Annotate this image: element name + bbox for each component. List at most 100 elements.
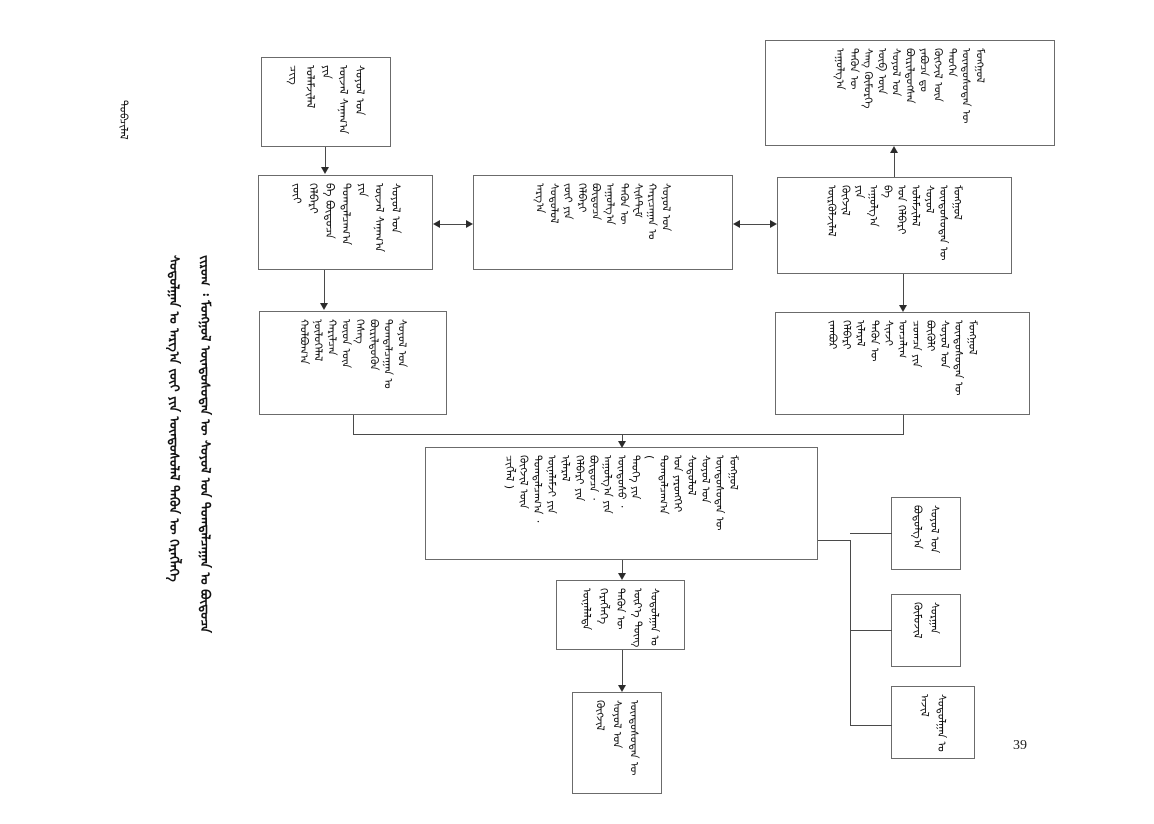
box-text-col: ᠰᠤᠶᠤᠯ ᠤᠨ	[889, 48, 903, 97]
box-text-col: ᠪᠦᠲᠦᠴᠡ	[589, 183, 603, 221]
connector-midleft-to-lowerleft	[324, 270, 326, 304]
box-text-col: ᠲᠣᠭᠲᠠᠯᠴᠠᠭ᠎ᠠ ᠂	[531, 455, 544, 523]
arrowhead-down	[319, 303, 328, 310]
box-text-col: ᠰᠤᠶᠤᠯ ᠤᠨ	[938, 320, 951, 369]
box-text-col: ᠲᠡᠦᠬᠡ ᠶᠢᠨ	[629, 455, 642, 500]
box-text-col: (	[643, 455, 656, 460]
branch-stub-3	[850, 725, 892, 727]
page-number: 39	[1013, 738, 1027, 753]
arrowhead-down	[617, 441, 626, 448]
box-text-col: ᠬᠡᠰᠡᠭ	[353, 319, 367, 344]
box-text-col: ᠮᠣᠩᠭᠤᠯ	[973, 48, 987, 83]
arrowhead-right	[466, 219, 473, 228]
box-text-col: ᠦᠷᠭᠦᠯᠵᠢᠯᠡᠯ	[825, 185, 838, 237]
lower-right-box: ᠮᠣᠩᠭᠤᠯ ᠦᠨᠳᠦᠰᠦᠲᠡᠨ ᠦ ᠰᠤᠶᠤᠯ ᠤᠨ ᠪᠥᠬᠦᠯᠢ ᠴᠣᠭᠴᠠ…	[775, 312, 1030, 415]
box-text-col: ᠬᠡᠯᠪᠡᠷᠢ ᠶᠢᠨ	[573, 455, 586, 502]
box-text-col: ᠬᠥᠭᠵᠢᠯ	[839, 185, 852, 216]
arrowhead-left	[433, 219, 440, 228]
box-text-col: ᠴᠢᠭᠯᠡᠯ )	[503, 455, 516, 490]
figure-caption-line-1: ᠵᠢᠷᠤᠭ ᠄ ᠮᠣᠩᠭᠤᠯ ᠦᠨᠳᠦᠰᠦᠲᠡᠨ ᠦ ᠰᠤᠶᠤᠯ ᠤᠨ ᠲᠣᠭᠲ…	[197, 255, 212, 633]
box-text-col: ᠮᠣᠩᠭᠤᠯ	[966, 320, 979, 355]
box-text-col: ᠰᠤᠷᠭᠠᠨ	[928, 602, 941, 634]
box-text-col: ᠦᠨᠳᠦᠰᠦᠲᠡᠨ ᠦ	[713, 455, 726, 531]
box-text-col: ᠪᠦᠷᠢᠯᠳᠦᠭᠰᠡᠨ	[903, 48, 917, 104]
box-text-col: ᠪᠠ ᠪᠦᠲᠦᠴᠡ	[322, 183, 337, 239]
box-text-col: ᠰᠤᠳᠤᠯᠤᠯ	[685, 455, 698, 496]
box-text-col: ᠦᠨᠳᠦᠰᠦ ᠂	[615, 455, 628, 508]
box-text-col: ᠨᠥᠯᠦᠭᠡᠯᠡᠯ	[311, 319, 325, 362]
connector-midright-to-lowerright	[903, 274, 905, 306]
box-text-col: ᠤᠯᠠᠮᠵᠢᠯᠠᠯ	[303, 65, 318, 109]
box-text-col: ᠬᠠᠷᠢᠴᠠᠭᠠᠨ ᠤ	[645, 183, 659, 240]
box-text-col: ᠲᠡᠭᠦᠨ ᠦ	[614, 588, 627, 630]
figure-caption: ᠵᠢᠷᠤᠭ ᠄ ᠮᠣᠩᠭᠤᠯ ᠦᠨᠳᠦᠰᠦᠲᠡᠨ ᠦ ᠰᠤᠶᠤᠯ ᠤᠨ ᠲᠣᠭᠲ…	[158, 255, 220, 633]
connector-topleft-to-midleft	[325, 147, 327, 168]
box-text-col: ᠲᠣᠭᠲᠠᠯᠴᠠᠭᠠᠨ ᠤ	[381, 319, 395, 389]
right-branch-box-3: ᠰᠤᠳᠤᠯᠭᠠᠨ ᠤ ᠠᠵᠢᠯ	[891, 686, 975, 759]
figure-caption-line-2: ᠰᠤᠳᠤᠯᠭᠠᠨ ᠤ ᠠᠷᠭ᠎ᠠ ᠵᠦᠢ ᠶᠢᠨ ᠦᠨᠳᠦᠰᠦᠯᠡᠯ ᠲᠡᠭᠦᠨ…	[166, 255, 181, 582]
box-text-col: ᠤᠨ ᠶᠡᠷᠦᠩᠬᠡᠢ	[671, 455, 684, 513]
box-text-col: ᠲᠡᠭᠦᠨ ᠦ	[868, 320, 881, 362]
box-text-col: ᠰᠤᠶᠤᠯ ᠤᠨ	[659, 183, 673, 232]
connector-main-to-bottommid	[622, 560, 624, 574]
mid-center-box: ᠰᠤᠶᠤᠯ ᠤᠨ ᠬᠠᠷᠢᠴᠠᠭᠠᠨ ᠤ ᠰᠢᠰᠲ᠋ᠧᠮ ᠲᠡᠭᠦᠨ ᠦ ᠠᠭᠤ…	[473, 175, 733, 270]
connector-midcenter-midright	[740, 224, 770, 226]
branch-trunk-vertical	[850, 540, 852, 726]
box-text-col: ᠰᠤᠶᠤᠯ ᠤᠨ	[395, 319, 409, 368]
box-text-col: ᠰᠠᠩ ᠬᠥᠮᠦᠷᠭᠡ	[861, 48, 875, 109]
bottom-middle-box: ᠰᠤᠳᠤᠯᠭᠠᠨ ᠤ ᠦᠷ᠎ᠡ ᠳᠦᠩ ᠲᠡᠭᠦᠨ ᠦ ᠬᠡᠷᠡᠭᠯᠡᠭᠡ ᠦᠨ…	[556, 580, 685, 650]
box-text-col: ᠦᠵᠡᠯ ᠰᠠᠨᠠᠭ᠎ᠠ	[372, 183, 387, 252]
box-text-col: ᠬᠡᠯᠪᠡᠷᠢ	[575, 183, 589, 213]
box-text-col: ᠪᠦᠷᠢᠯᠳᠦᠬᠦᠨ	[367, 319, 381, 371]
box-text-col: ᠶᠠᠪᠤᠴᠠ ᠳᠤ	[917, 48, 931, 92]
box-text-col: ᠮᠣᠩᠭᠤᠯ	[727, 455, 740, 490]
box-text-col: ᠵᠦᠢ	[289, 183, 304, 204]
arrowhead-up	[889, 146, 898, 153]
box-text-col: ᠦᠷ᠎ᠡ ᠳᠦᠩ	[631, 588, 644, 648]
connector-bottommid-to-bottomlast	[622, 650, 624, 686]
bottom-last-box: ᠦᠨᠳᠦᠰᠦᠲᠡᠨ ᠦ ᠰᠤᠶᠤᠯ ᠤᠨ ᠬᠥᠭᠵᠢᠯ	[572, 692, 662, 794]
box-text-col: ᠲᠣᠭᠲᠠᠯᠴᠠᠭ᠎ᠠ	[657, 455, 670, 515]
connector-lowerleft-drop	[353, 415, 355, 435]
box-text-col: ᠴᠢᠭ	[286, 65, 301, 85]
box-text-col: ᠢᠯᠡᠷᠡᠯ	[854, 320, 867, 347]
top-right-box: ᠮᠣᠩᠭᠤᠯ ᠦᠨᠳᠦᠰᠦᠲᠡᠨ ᠦ ᠲᠡᠦᠬᠡᠨ ᠬᠦᠭᠵᠢᠯ ᠦᠨ ᠶᠠᠪᠤ…	[765, 40, 1055, 146]
box-text-col: ᠴᠣᠭᠴᠠ ᠶᠢᠨ	[910, 320, 923, 368]
box-text-col: ᠬᠡᠯᠪᠡᠷᠢ	[840, 320, 853, 350]
box-text-col: ᠰᠤᠶᠤᠯ ᠤᠨ	[352, 65, 367, 116]
box-text-col: ᠠᠭᠤᠯᠭ᠎ᠠ	[833, 48, 847, 90]
box-text-col: ᠶᠢᠨ	[853, 185, 866, 199]
box-text-col: ᠰᠤᠶᠤᠯ ᠤᠨ	[699, 455, 712, 504]
box-text-col: ᠪᠥᠬᠦᠯᠢ	[924, 320, 937, 352]
connector-main-to-branchtrunk	[818, 540, 851, 542]
box-text-col: ᠦᠵᠡᠯ ᠰᠠᠨᠠᠭ᠎ᠠ	[336, 65, 351, 134]
arrowhead-down	[617, 573, 626, 580]
box-text-col: ᠪᠣᠳᠣᠯᠭ᠎ᠠ	[911, 505, 924, 549]
box-text-col: ᠠᠷᠭ᠎ᠠ	[533, 183, 547, 214]
arrowhead-down	[898, 305, 907, 312]
box-text-col: ᠵᠦᠢ ᠶᠢᠨ	[561, 183, 575, 220]
box-text-col: ᠲᠡᠦᠬᠡᠨ	[945, 48, 959, 77]
box-text-col: ᠰᠤᠳᠤᠯᠤᠯ	[547, 183, 561, 224]
arrowhead-right	[770, 219, 777, 228]
box-text-col: ᠬᠥᠭᠵᠢᠯ	[593, 700, 607, 731]
box-text-col: ᠰᠢᠰᠲ᠋ᠧᠮ	[631, 183, 645, 218]
arrowhead-down	[320, 167, 329, 174]
box-text-col: ᠬᠡᠷᠡᠭᠯᠡᠭᠡ	[597, 588, 610, 625]
arrowhead-left	[733, 219, 740, 228]
box-text-col: ᠶᠢᠨ	[355, 183, 370, 197]
box-text-col: ᠬᠥᠮᠦᠵᠢᠯ	[911, 602, 924, 639]
box-text-col: ᠪᠠ	[881, 185, 894, 198]
box-text-col: ᠦᠨᠳᠦᠰᠦᠲᠡᠨ ᠦ	[952, 320, 965, 396]
box-text-col: ᠤᠨ ᠬᠡᠯᠪᠡᠷᠢ	[895, 185, 908, 235]
box-text-col: ᠰᠤᠳᠤᠯᠭᠠᠨ ᠤ	[935, 694, 948, 752]
box-text-col: ᠠᠭᠤᠯᠭ᠎ᠠ ᠶᠢᠨ	[601, 455, 614, 514]
arrowhead-down	[617, 685, 626, 692]
connector-lowerright-run	[622, 434, 904, 436]
box-text-col: ᠬᠥᠭᠵᠢᠯ ᠦᠨ	[517, 455, 530, 509]
box-text-col: ᠪᠦᠲᠦᠴᠡ ᠂	[587, 455, 600, 500]
right-branch-box-2: ᠰᠤᠷᠭᠠᠨ ᠬᠥᠮᠦᠵᠢᠯ	[891, 594, 961, 667]
connector-midright-to-topright	[894, 152, 896, 177]
box-text-col: ᠲᠣᠭᠲᠠᠯᠴᠠᠭ᠎ᠠ	[339, 183, 354, 246]
